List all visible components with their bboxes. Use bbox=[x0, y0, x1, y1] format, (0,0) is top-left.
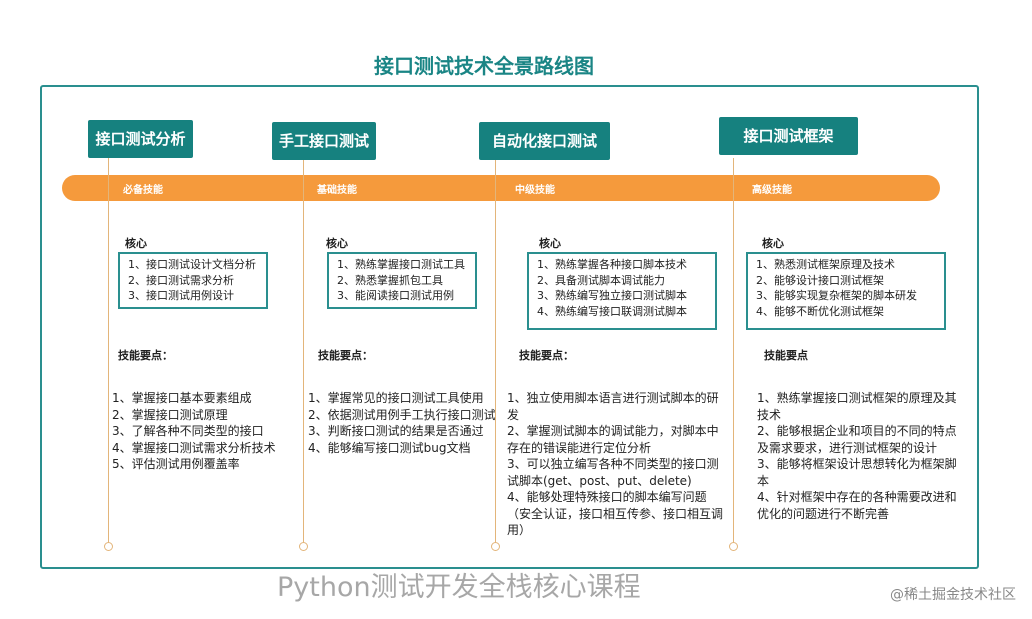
stage-header: 手工接口测试 bbox=[272, 122, 376, 160]
stage-connector-line bbox=[303, 158, 304, 544]
core-item: 4、能够不断优化测试框架 bbox=[756, 304, 884, 318]
skill-label: 技能要点 bbox=[764, 349, 808, 362]
skill-item: 2、能够根据企业和项目的不同的特点及需求要求，进行测试框架的设计 bbox=[757, 424, 957, 455]
diagram-frame bbox=[40, 85, 979, 569]
skill-label: 技能要点： bbox=[519, 349, 574, 362]
skill-label: 技能要点： bbox=[118, 349, 173, 362]
core-item: 3、能阅读接口测试用例 bbox=[337, 289, 454, 302]
core-label: 核心 bbox=[326, 237, 348, 250]
watermark: Python测试开发全栈核心课程 bbox=[277, 572, 641, 603]
core-box: 1、熟悉测试框架原理及技术 2、能够设计接口测试框架 3、能够实现复杂框架的脚本研发… bbox=[746, 252, 946, 330]
core-box: 1、熟练掌握各种接口脚本技术 2、具备测试脚本调试能力 3、熟练编写独立接口测试脚本… bbox=[527, 252, 717, 330]
timeline-bar bbox=[62, 175, 940, 201]
core-box: 1、接口测试设计文档分析 2、接口测试需求分析 3、接口测试用例设计 bbox=[118, 252, 268, 309]
core-label: 核心 bbox=[125, 237, 147, 250]
skill-item: 4、能够处理特殊接口的脚本编写问题（安全认证，接口相互传参、接口相互调用） bbox=[507, 490, 724, 537]
core-item: 2、接口测试需求分析 bbox=[128, 273, 234, 287]
core-item: 2、能够设计接口测试框架 bbox=[756, 273, 884, 287]
skill-label: 技能要点： bbox=[318, 349, 373, 362]
core-label: 核心 bbox=[762, 237, 784, 250]
skill-item: 3、能够将框架设计思想转化为框架脚本 bbox=[757, 457, 957, 488]
skill-item: 3、可以独立编写各种不同类型的接口测试脚本(get、post、put、delet… bbox=[507, 457, 719, 488]
stage-header: 自动化接口测试 bbox=[479, 122, 610, 160]
skill-item: 2、依据测试用例手工执行接口测试 bbox=[308, 407, 496, 422]
stage-connector-line bbox=[733, 158, 734, 544]
stage-header: 接口测试分析 bbox=[88, 120, 193, 158]
core-item: 3、接口测试用例设计 bbox=[128, 289, 234, 302]
stage-connector-line bbox=[108, 158, 109, 544]
stage-level-label: 基础技能 bbox=[317, 185, 357, 196]
skill-item: 5、评估测试用例覆盖率 bbox=[112, 457, 240, 471]
stage-header: 接口测试框架 bbox=[719, 117, 858, 155]
page-title: 接口测试技术全景路线图 bbox=[374, 54, 594, 78]
skill-item: 2、掌握接口测试原理 bbox=[112, 407, 228, 422]
skill-item: 1、熟练掌握接口测试框架的原理及其技术 bbox=[757, 391, 957, 422]
skill-list: 1、掌握接口基本要素组成 2、掌握接口测试原理 3、了解各种不同类型的接口 4、掌握接… bbox=[112, 390, 302, 473]
core-item: 4、熟练编写接口联调测试脚本 bbox=[537, 304, 687, 318]
stage-end-dot bbox=[729, 542, 738, 551]
stage-level-label: 中级技能 bbox=[515, 185, 555, 196]
core-item: 1、熟练掌握接口测试工具 bbox=[337, 258, 465, 271]
stage-end-dot bbox=[104, 542, 113, 551]
stage-end-dot bbox=[491, 542, 500, 551]
credit-text: @稀土掘金技术社区 bbox=[890, 587, 1016, 603]
skill-item: 2、掌握测试脚本的调试能力，对脚本中存在的错误能进行定位分析 bbox=[507, 424, 719, 455]
skill-item: 3、判断接口测试的结果是否通过 bbox=[308, 424, 484, 438]
skill-item: 1、掌握接口基本要素组成 bbox=[112, 391, 252, 405]
core-item: 2、熟悉掌握抓包工具 bbox=[337, 273, 443, 287]
core-item: 1、熟悉测试框架原理及技术 bbox=[756, 258, 895, 271]
skill-item: 3、了解各种不同类型的接口 bbox=[112, 424, 264, 438]
core-item: 3、能够实现复杂框架的脚本研发 bbox=[756, 289, 917, 302]
core-label: 核心 bbox=[539, 237, 561, 250]
skill-item: 4、掌握接口测试需求分析技术 bbox=[112, 440, 276, 455]
skill-item: 4、能够编写接口测试bug文档 bbox=[308, 440, 471, 455]
stage-connector-line bbox=[495, 158, 496, 544]
core-box: 1、熟练掌握接口测试工具 2、熟悉掌握抓包工具 3、能阅读接口测试用例 bbox=[327, 252, 477, 309]
stage-end-dot bbox=[299, 542, 308, 551]
skill-item: 1、掌握常见的接口测试工具使用 bbox=[308, 391, 484, 405]
stage-level-label: 高级技能 bbox=[752, 185, 792, 196]
stage-level-label: 必备技能 bbox=[123, 185, 163, 196]
core-item: 1、熟练掌握各种接口脚本技术 bbox=[537, 258, 687, 271]
core-item: 2、具备测试脚本调试能力 bbox=[537, 273, 665, 287]
skill-item: 4、针对框架中存在的各种需要改进和优化的问题进行不断完善 bbox=[757, 490, 957, 521]
skill-list: 1、掌握常见的接口测试工具使用 2、依据测试用例手工执行接口测试 3、判断接口测试的… bbox=[308, 390, 498, 456]
skill-item: 1、独立使用脚本语言进行测试脚本的研发 bbox=[507, 391, 719, 422]
core-item: 3、熟练编写独立接口测试脚本 bbox=[537, 289, 687, 302]
core-item: 1、接口测试设计文档分析 bbox=[128, 258, 256, 271]
